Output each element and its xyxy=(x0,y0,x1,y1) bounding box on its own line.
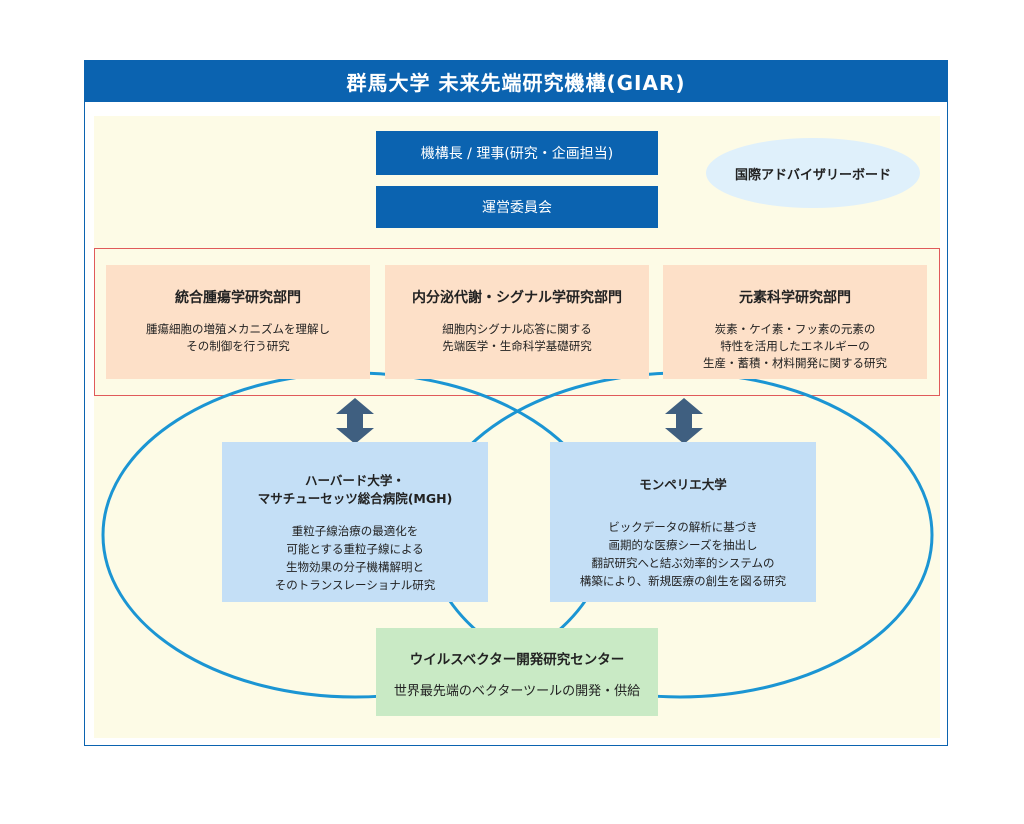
partner-desc: 重粒子線治療の最適化を xyxy=(291,524,419,538)
department-desc: 腫瘍細胞の増殖メカニズムを理解し xyxy=(146,322,330,336)
partner-title: ハーバード大学・ xyxy=(305,473,405,488)
department-desc: 先端医学・生命科学基礎研究 xyxy=(442,339,592,353)
department-element-science: 元素科学研究部門 炭素・ケイ素・フッ素の元素の 特性を活用したエネルギーの 生産… xyxy=(663,265,927,379)
partner-title: モンペリエ大学 xyxy=(639,477,727,492)
partner-desc: 翻訳研究へと結ぶ効率的システムの xyxy=(591,556,775,570)
committee-box: 運営委員会 xyxy=(376,186,658,228)
department-oncology: 統合腫瘍学研究部門 腫瘍細胞の増殖メカニズムを理解し その制御を行う研究 xyxy=(106,265,370,379)
partner-desc: 画期的な医療シーズを抽出し xyxy=(608,538,758,552)
department-desc: 細胞内シグナル応答に関する xyxy=(442,322,592,336)
department-desc: 生産・蓄積・材料開発に関する研究 xyxy=(703,356,887,370)
department-desc: 炭素・ケイ素・フッ素の元素の xyxy=(714,322,876,336)
partner-desc: そのトランスレーショナル研究 xyxy=(274,578,436,592)
partner-harvard-mgh: ハーバード大学・ マサチューセッツ総合病院(MGH) 重粒子線治療の最適化を 可… xyxy=(222,442,488,602)
partner-desc: 構築により、新規医療の創生を図る研究 xyxy=(579,574,787,588)
double-arrow-icon xyxy=(665,398,703,444)
center-title: ウイルスベクター開発研究センター xyxy=(409,652,625,668)
vector-center: ウイルスベクター開発研究センター 世界最先端のベクターツールの開発・供給 xyxy=(376,628,658,716)
department-title: 統合腫瘍学研究部門 xyxy=(175,290,301,306)
department-desc: その制御を行う研究 xyxy=(186,339,290,353)
department-endocrine: 内分泌代謝・シグナル学研究部門 細胞内シグナル応答に関する 先端医学・生命科学基… xyxy=(385,265,649,379)
center-desc: 世界最先端のベクターツールの開発・供給 xyxy=(393,684,641,699)
department-desc: 特性を活用したエネルギーの xyxy=(720,339,870,353)
advisory-board: 国際アドバイザリーボード xyxy=(706,138,920,208)
page-title: 群馬大学 未来先端研究機構(GIAR) xyxy=(84,60,948,102)
department-title: 元素科学研究部門 xyxy=(739,290,851,306)
partner-title: マサチューセッツ総合病院(MGH) xyxy=(257,491,453,506)
partner-desc: 生物効果の分子機構解明と xyxy=(286,560,424,574)
director-box: 機構長 / 理事(研究・企画担当) xyxy=(376,131,658,175)
department-title: 内分泌代謝・シグナル学研究部門 xyxy=(412,290,622,306)
double-arrow-icon xyxy=(336,398,374,444)
partner-desc: 可能とする重粒子線による xyxy=(286,542,424,556)
partner-desc: ビックデータの解析に基づき xyxy=(608,520,758,534)
partner-montpellier: モンペリエ大学 ビックデータの解析に基づき 画期的な医療シーズを抽出し 翻訳研究… xyxy=(550,442,816,602)
